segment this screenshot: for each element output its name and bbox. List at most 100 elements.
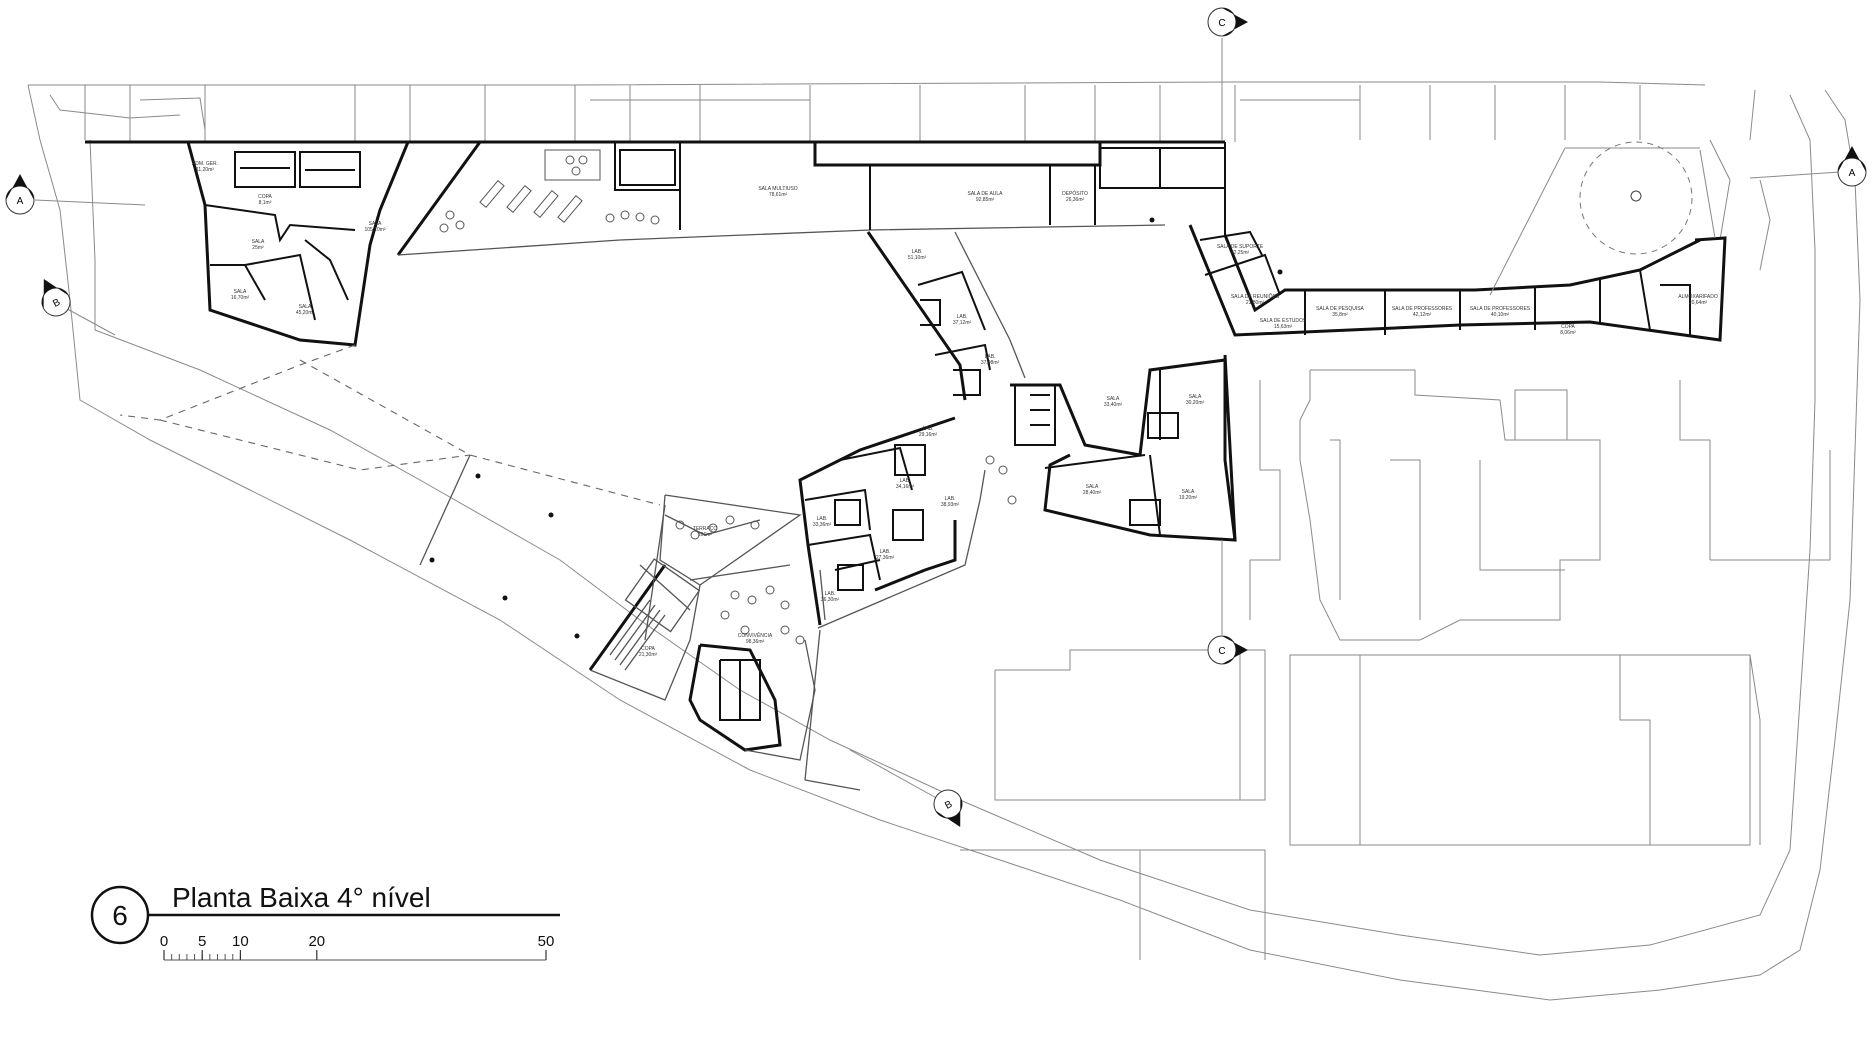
svg-text:LAB.: LAB. — [880, 549, 891, 555]
svg-text:45,20m²: 45,20m² — [296, 310, 315, 316]
room-label: LAB.33,36m² — [813, 516, 832, 528]
svg-text:42,12m²: 42,12m² — [1413, 312, 1432, 318]
svg-text:ALMOXARIFADO: ALMOXARIFADO — [1678, 294, 1718, 300]
svg-text:SALA: SALA — [252, 239, 265, 245]
room-label: LAB.36,30m² — [821, 591, 840, 603]
svg-text:36,30m²: 36,30m² — [821, 597, 840, 603]
svg-text:35,8m²: 35,8m² — [1332, 312, 1348, 318]
svg-text:B: B — [51, 297, 62, 310]
room-label: LAB.38,93m² — [941, 496, 960, 508]
svg-text:92,85m²: 92,85m² — [976, 197, 995, 203]
room-label: LAB.51,10m² — [908, 249, 927, 261]
room-label: LAB.27,36m² — [876, 549, 895, 561]
svg-text:15,63m²: 15,63m² — [1274, 324, 1293, 330]
svg-text:SALA DE PROFESSORES: SALA DE PROFESSORES — [1392, 306, 1453, 312]
svg-text:SALA DE REUNIÕES: SALA DE REUNIÕES — [1231, 293, 1280, 300]
drawing-title-block: 6 Planta Baixa 4° nível — [90, 882, 560, 945]
svg-text:26,36m²: 26,36m² — [1066, 197, 1085, 203]
svg-text:98,36m²: 98,36m² — [746, 639, 765, 645]
svg-text:SALA: SALA — [1189, 394, 1202, 400]
svg-text:COPA: COPA — [258, 194, 272, 200]
svg-text:SALA DE SUPORTE: SALA DE SUPORTE — [1217, 244, 1264, 250]
svg-text:11,20m²: 11,20m² — [196, 167, 214, 173]
svg-text:DEPÓSITO: DEPÓSITO — [1062, 190, 1088, 197]
svg-text:LAB.: LAB. — [825, 591, 836, 597]
svg-text:SALA MULTIUSO: SALA MULTIUSO — [758, 186, 797, 192]
section-marker-a-right: A — [1837, 146, 1867, 187]
svg-text:SALA: SALA — [299, 304, 312, 310]
scale-tick-label: 5 — [198, 933, 206, 950]
svg-text:32,25m²: 32,25m² — [1231, 250, 1250, 256]
svg-text:40,10m²: 40,10m² — [1491, 312, 1510, 318]
svg-text:25m²: 25m² — [252, 245, 264, 251]
svg-text:37,98m²: 37,98m² — [981, 360, 1000, 366]
svg-text:21,80m²: 21,80m² — [1246, 300, 1265, 306]
svg-text:A: A — [1849, 168, 1856, 179]
section-marker-b-bottom: B — [933, 789, 963, 827]
svg-text:SALA DE PROFESSORES: SALA DE PROFESSORES — [1470, 306, 1531, 312]
svg-text:8,06m²: 8,06m² — [1560, 330, 1576, 336]
section-markers: A A B B C — [5, 7, 1867, 827]
svg-text:LAB.: LAB. — [900, 478, 911, 484]
svg-text:B: B — [943, 799, 954, 812]
scale-tick-label: 0 — [160, 933, 168, 950]
svg-text:LAB.: LAB. — [957, 314, 968, 320]
svg-text:A: A — [17, 196, 24, 207]
room-label: ADM. GER.11,20m² — [192, 161, 218, 173]
svg-text:SALA: SALA — [1182, 489, 1195, 495]
site-context — [27, 81, 1861, 1001]
svg-text:33,36m²: 33,36m² — [813, 522, 832, 528]
svg-text:LAB.: LAB. — [912, 249, 923, 255]
scale-tick-label: 20 — [308, 933, 325, 950]
svg-text:LAB.: LAB. — [985, 354, 996, 360]
svg-text:TERRAÇO: TERRAÇO — [693, 526, 718, 532]
svg-text:SALA DE ESTUDOS: SALA DE ESTUDOS — [1260, 318, 1307, 324]
svg-text:33,40m²: 33,40m² — [1104, 402, 1123, 408]
svg-text:20,64m²: 20,64m² — [1689, 300, 1708, 306]
room-label: LAB.29,16m² — [919, 426, 938, 438]
building-walls — [85, 140, 1727, 791]
svg-text:SALA: SALA — [369, 221, 382, 227]
svg-text:COPA: COPA — [1561, 324, 1575, 330]
room-label: LAB.37,98m² — [981, 354, 1000, 366]
svg-text:SALA DE AULA: SALA DE AULA — [967, 191, 1003, 197]
svg-text:8,1m²: 8,1m² — [259, 200, 272, 206]
svg-text:LAB.: LAB. — [817, 516, 828, 522]
svg-text:19,20m²: 19,20m² — [1179, 495, 1198, 501]
scale-tick-label: 50 — [538, 933, 555, 950]
svg-text:28,40m²: 28,40m² — [1083, 490, 1102, 496]
room-label: LAB.34,16m² — [896, 478, 915, 490]
svg-text:37,12m²: 37,12m² — [953, 320, 972, 326]
svg-text:C: C — [1218, 646, 1225, 657]
svg-text:21,30m²: 21,30m² — [639, 652, 658, 658]
room-label: LAB.37,12m² — [953, 314, 972, 326]
svg-text:38,93m²: 38,93m² — [941, 502, 960, 508]
svg-text:COPA: COPA — [641, 646, 655, 652]
svg-text:106m²: 106m² — [698, 532, 713, 538]
svg-text:105,10m²: 105,10m² — [364, 227, 385, 233]
svg-text:SALA: SALA — [1107, 396, 1120, 402]
svg-text:C: C — [1218, 18, 1225, 29]
svg-text:CONVIVÊNCIA: CONVIVÊNCIA — [738, 631, 773, 639]
